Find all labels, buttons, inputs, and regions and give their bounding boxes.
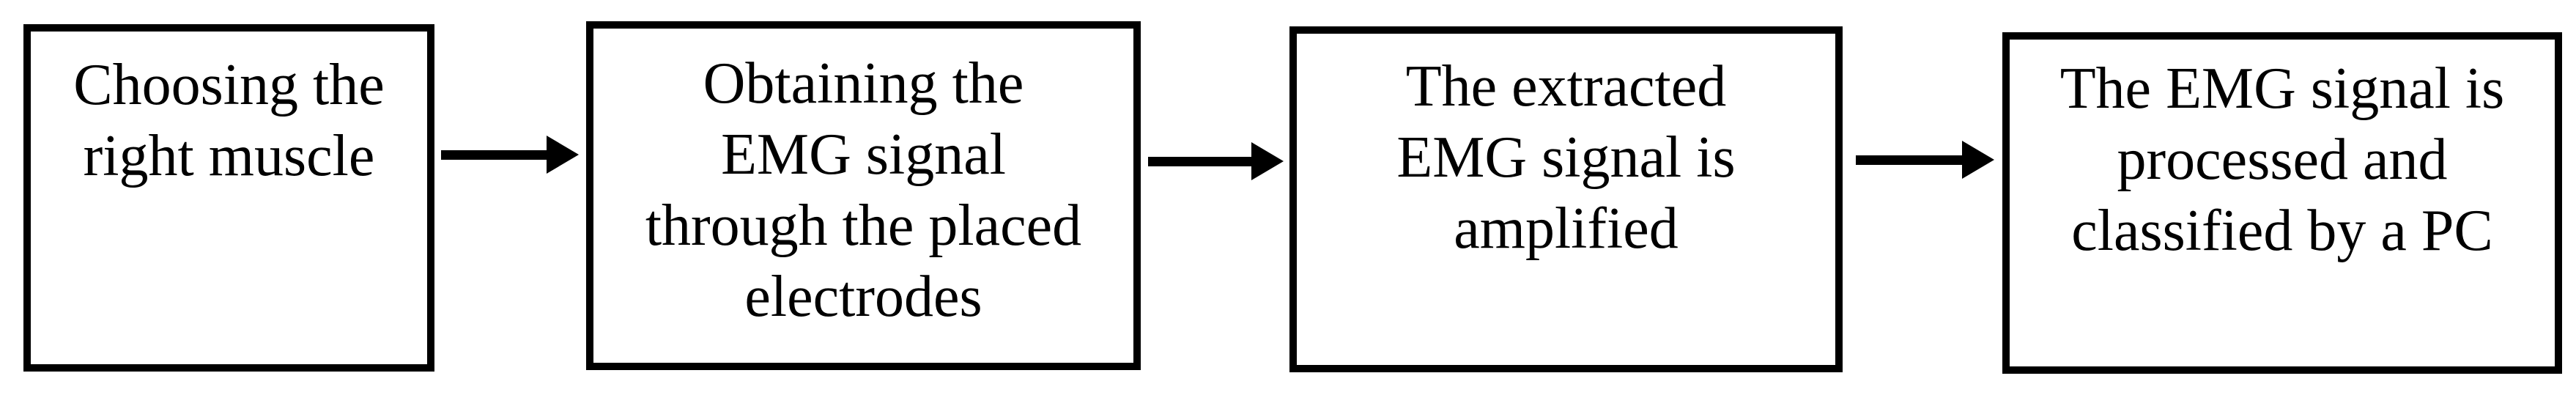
arrow-shaft [1856,155,1962,165]
step-2-label: Obtaining the EMG signal through the pla… [645,51,1082,329]
flowchart-step-3: The extracted EMG signal is amplified [1289,26,1843,372]
right-arrow-icon [1148,142,1284,180]
right-arrow-icon [1856,141,1994,179]
step-3-label: The extracted EMG signal is amplified [1396,54,1736,261]
flowchart-step-2: Obtaining the EMG signal through the pla… [586,21,1141,370]
flowchart-step-1: Choosing the right muscle [23,24,434,372]
step-4-label: The EMG signal is processed and classifi… [2059,56,2505,263]
arrow-shaft [441,149,547,160]
arrow-head [1962,141,1994,179]
right-arrow-icon [441,136,579,174]
step-1-label: Choosing the right muscle [73,53,385,188]
arrow-shaft [1148,156,1251,166]
flowchart-step-4: The EMG signal is processed and classifi… [2002,32,2562,374]
arrow-head [547,136,579,174]
arrow-head [1251,142,1284,180]
